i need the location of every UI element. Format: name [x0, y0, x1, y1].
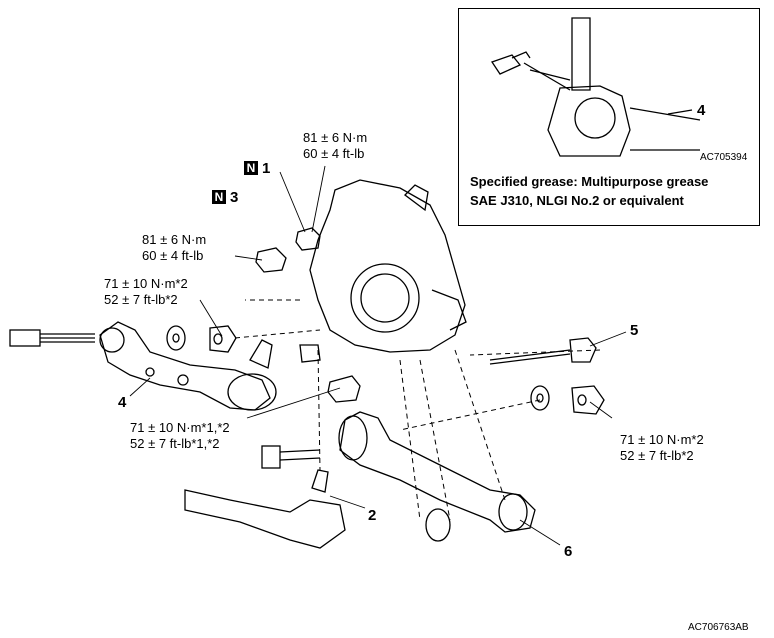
torque-mid: 71 ± 10 N·m*1,*2 52 ± 7 ft-lb*1,*2 — [130, 420, 230, 452]
callout-6: 6 — [564, 543, 573, 560]
non-reusable-tag-1: N — [244, 161, 258, 175]
lower-arm-4 — [99, 321, 271, 411]
inset-code: AC705394 — [700, 152, 748, 163]
callout-4: 4 — [118, 394, 127, 411]
callout-3-number: 3 — [230, 189, 239, 206]
knuckle — [309, 179, 466, 353]
torque-arm4-ftlb: 52 ± 7 ft-lb*2 — [104, 292, 178, 307]
nut-left — [209, 325, 237, 353]
inset-frame — [458, 8, 760, 226]
bolt-left — [9, 329, 41, 347]
bolt-5 — [489, 349, 571, 361]
figure-code: AC706763AB — [688, 622, 749, 633]
torque-nut1-nm: 81 ± 6 N·m — [303, 130, 368, 145]
torque-right-nm: 71 ± 10 N·m*2 — [620, 432, 704, 447]
nut-1 — [295, 227, 321, 251]
torque-arm4-nm: 71 ± 10 N·m*2 — [104, 276, 188, 291]
grease-note: Specified grease: Multipurpose grease SA… — [470, 172, 708, 210]
grease-note-line1: Specified grease: Multipurpose grease — [470, 174, 709, 189]
torque-right-ftlb: 52 ± 7 ft-lb*2 — [620, 448, 694, 463]
callout-1-number: 1 — [262, 160, 271, 177]
torque-mid-ftlb: 52 ± 7 ft-lb*1,*2 — [130, 436, 220, 451]
torque-mid-nm: 71 ± 10 N·m*1,*2 — [130, 420, 230, 435]
knuckle-hub-bore — [350, 263, 420, 333]
washer-left — [166, 325, 186, 351]
torque-nut3-nm: 81 ± 6 N·m — [142, 232, 207, 247]
torque-nut3: 81 ± 6 N·m 60 ± 4 ft-lb — [142, 232, 206, 264]
torque-right: 71 ± 10 N·m*2 52 ± 7 ft-lb*2 — [620, 432, 704, 464]
non-reusable-tag-3: N — [212, 190, 226, 204]
callout-5: 5 — [630, 322, 639, 339]
torque-nut1: 81 ± 6 N·m 60 ± 4 ft-lb — [303, 130, 367, 162]
torque-arm4: 71 ± 10 N·m*2 52 ± 7 ft-lb*2 — [104, 276, 188, 308]
torque-nut1-ftlb: 60 ± 4 ft-lb — [303, 146, 365, 161]
inset-callout-4: 4 — [697, 102, 706, 119]
inset-ball-joint — [490, 17, 701, 157]
grease-note-line2: SAE J310, NLGI No.2 or equivalent — [470, 193, 684, 208]
callout-2: 2 — [368, 507, 377, 524]
arm-6 — [339, 411, 536, 533]
nut-3 — [255, 247, 287, 273]
nut-right — [571, 385, 605, 415]
lower-arm-2 — [184, 489, 346, 549]
torque-nut3-ftlb: 60 ± 4 ft-lb — [142, 248, 204, 263]
washer-right — [530, 385, 550, 411]
